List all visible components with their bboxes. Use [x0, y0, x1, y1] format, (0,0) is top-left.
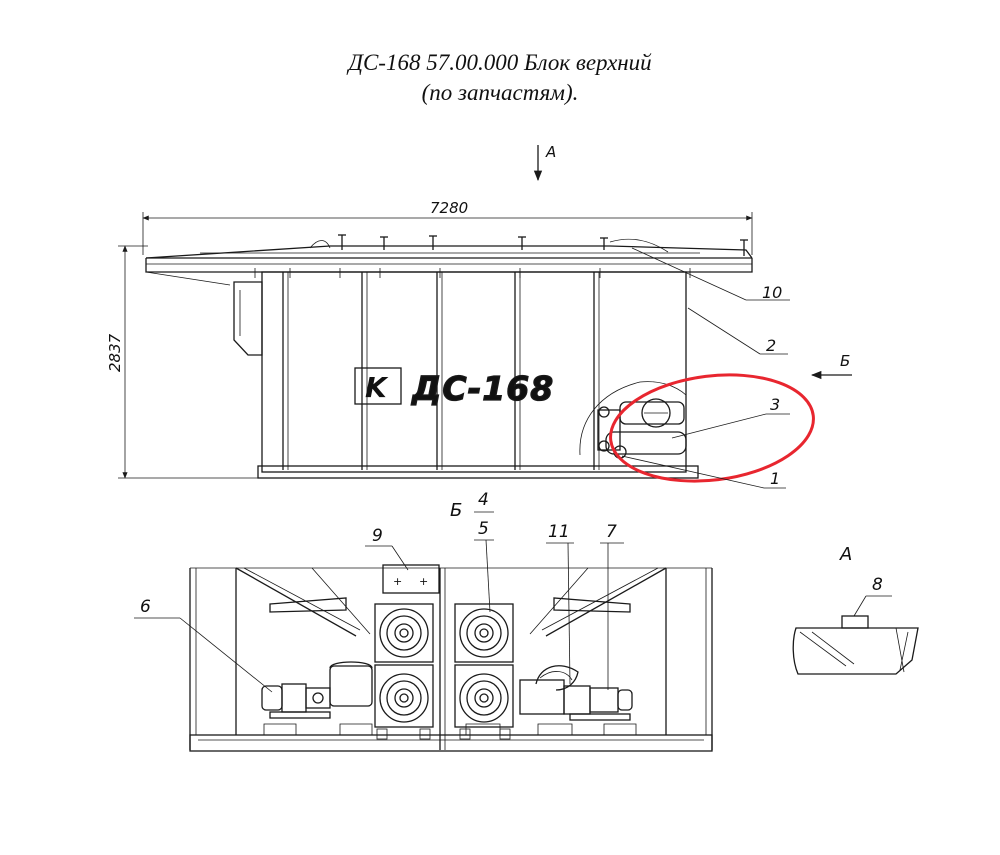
- section-b-view: Б + +: [134, 490, 713, 752]
- callout-10: 10: [631, 247, 790, 302]
- svg-text:1: 1: [770, 469, 780, 488]
- crusher-roll-lower-left: [379, 673, 429, 723]
- top-conveyor-frame: [145, 234, 753, 286]
- svg-text:10: 10: [762, 283, 782, 302]
- svg-text:5: 5: [478, 519, 489, 539]
- svg-text:3: 3: [770, 395, 780, 414]
- logo-mark-icon: K: [365, 371, 389, 404]
- callout-7: 7: [600, 522, 624, 690]
- view-a-label: А: [839, 544, 852, 565]
- left-drive: [261, 661, 373, 719]
- callout-1: 1: [621, 455, 786, 489]
- highlight-circle: [609, 373, 815, 483]
- right-drive: [519, 665, 633, 721]
- height-dimension-value: 2837: [106, 333, 124, 372]
- machine-body: [257, 271, 699, 479]
- callout-4-5: 4 5: [474, 490, 494, 613]
- front-view: А 7280 2837: [106, 143, 852, 489]
- callout-3: 3: [671, 395, 790, 439]
- view-a-arrow-label: А: [545, 143, 556, 161]
- width-dimension-value: 7280: [430, 199, 468, 217]
- callout-9: 9: [365, 526, 409, 571]
- svg-text:4: 4: [478, 490, 489, 510]
- height-dimension: 2837: [106, 245, 262, 479]
- drawing-subtitle: (по запчастям).: [421, 80, 579, 105]
- machine-logo: K ДС-168: [354, 367, 554, 409]
- crusher-roll-upper-right: [459, 608, 509, 658]
- drive-unit: [579, 381, 687, 459]
- logo-text: ДС-168: [411, 369, 554, 408]
- svg-text:+: +: [419, 575, 428, 588]
- width-dimension: 7280: [142, 199, 753, 255]
- drawing-title: ДС-168 57.00.000 Блок верхний: [348, 50, 652, 75]
- svg-text:6: 6: [140, 597, 151, 617]
- svg-text:11: 11: [548, 522, 570, 542]
- callout-6: 6: [134, 597, 273, 693]
- svg-text:7: 7: [606, 522, 617, 542]
- svg-text:8: 8: [872, 575, 883, 595]
- view-b-arrow-label: Б: [840, 352, 850, 370]
- svg-text:2: 2: [766, 336, 776, 355]
- callout-2: 2: [687, 307, 788, 355]
- left-hopper: [233, 281, 263, 356]
- section-b-label: Б: [450, 500, 462, 521]
- view-a-detail: А 8: [792, 544, 919, 675]
- svg-text:+: +: [393, 575, 402, 588]
- callout-8: 8: [853, 575, 892, 617]
- crusher-roll-upper-left: [379, 608, 429, 658]
- callout-11: 11: [546, 522, 574, 685]
- svg-text:9: 9: [372, 526, 383, 546]
- crusher-roll-lower-right: [459, 673, 509, 723]
